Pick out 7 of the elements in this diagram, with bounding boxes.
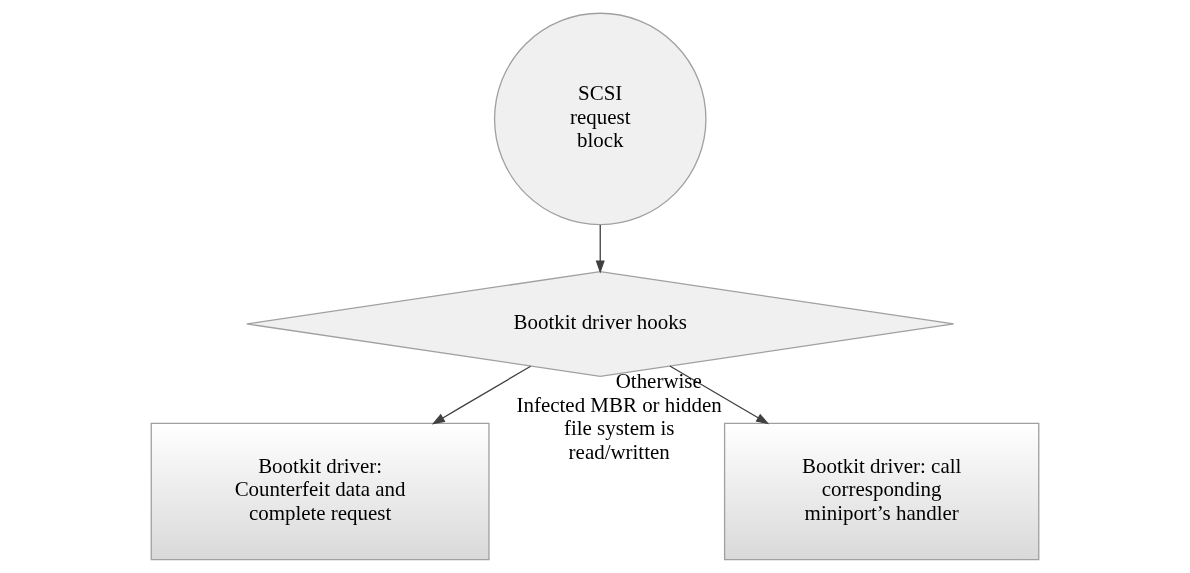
arrow — [595, 224, 605, 274]
node-box: Bootkit driver: Counterfeit data and complete request — [150, 422, 490, 561]
node-circle: SCSI request block — [493, 12, 707, 226]
edge-label: Infected MBR or hidden file system is read/written — [516, 392, 722, 464]
arrow — [431, 365, 532, 425]
arrow — [669, 365, 770, 425]
node-box: Bootkit driver: call corresponding miniport’s handler — [723, 422, 1040, 561]
